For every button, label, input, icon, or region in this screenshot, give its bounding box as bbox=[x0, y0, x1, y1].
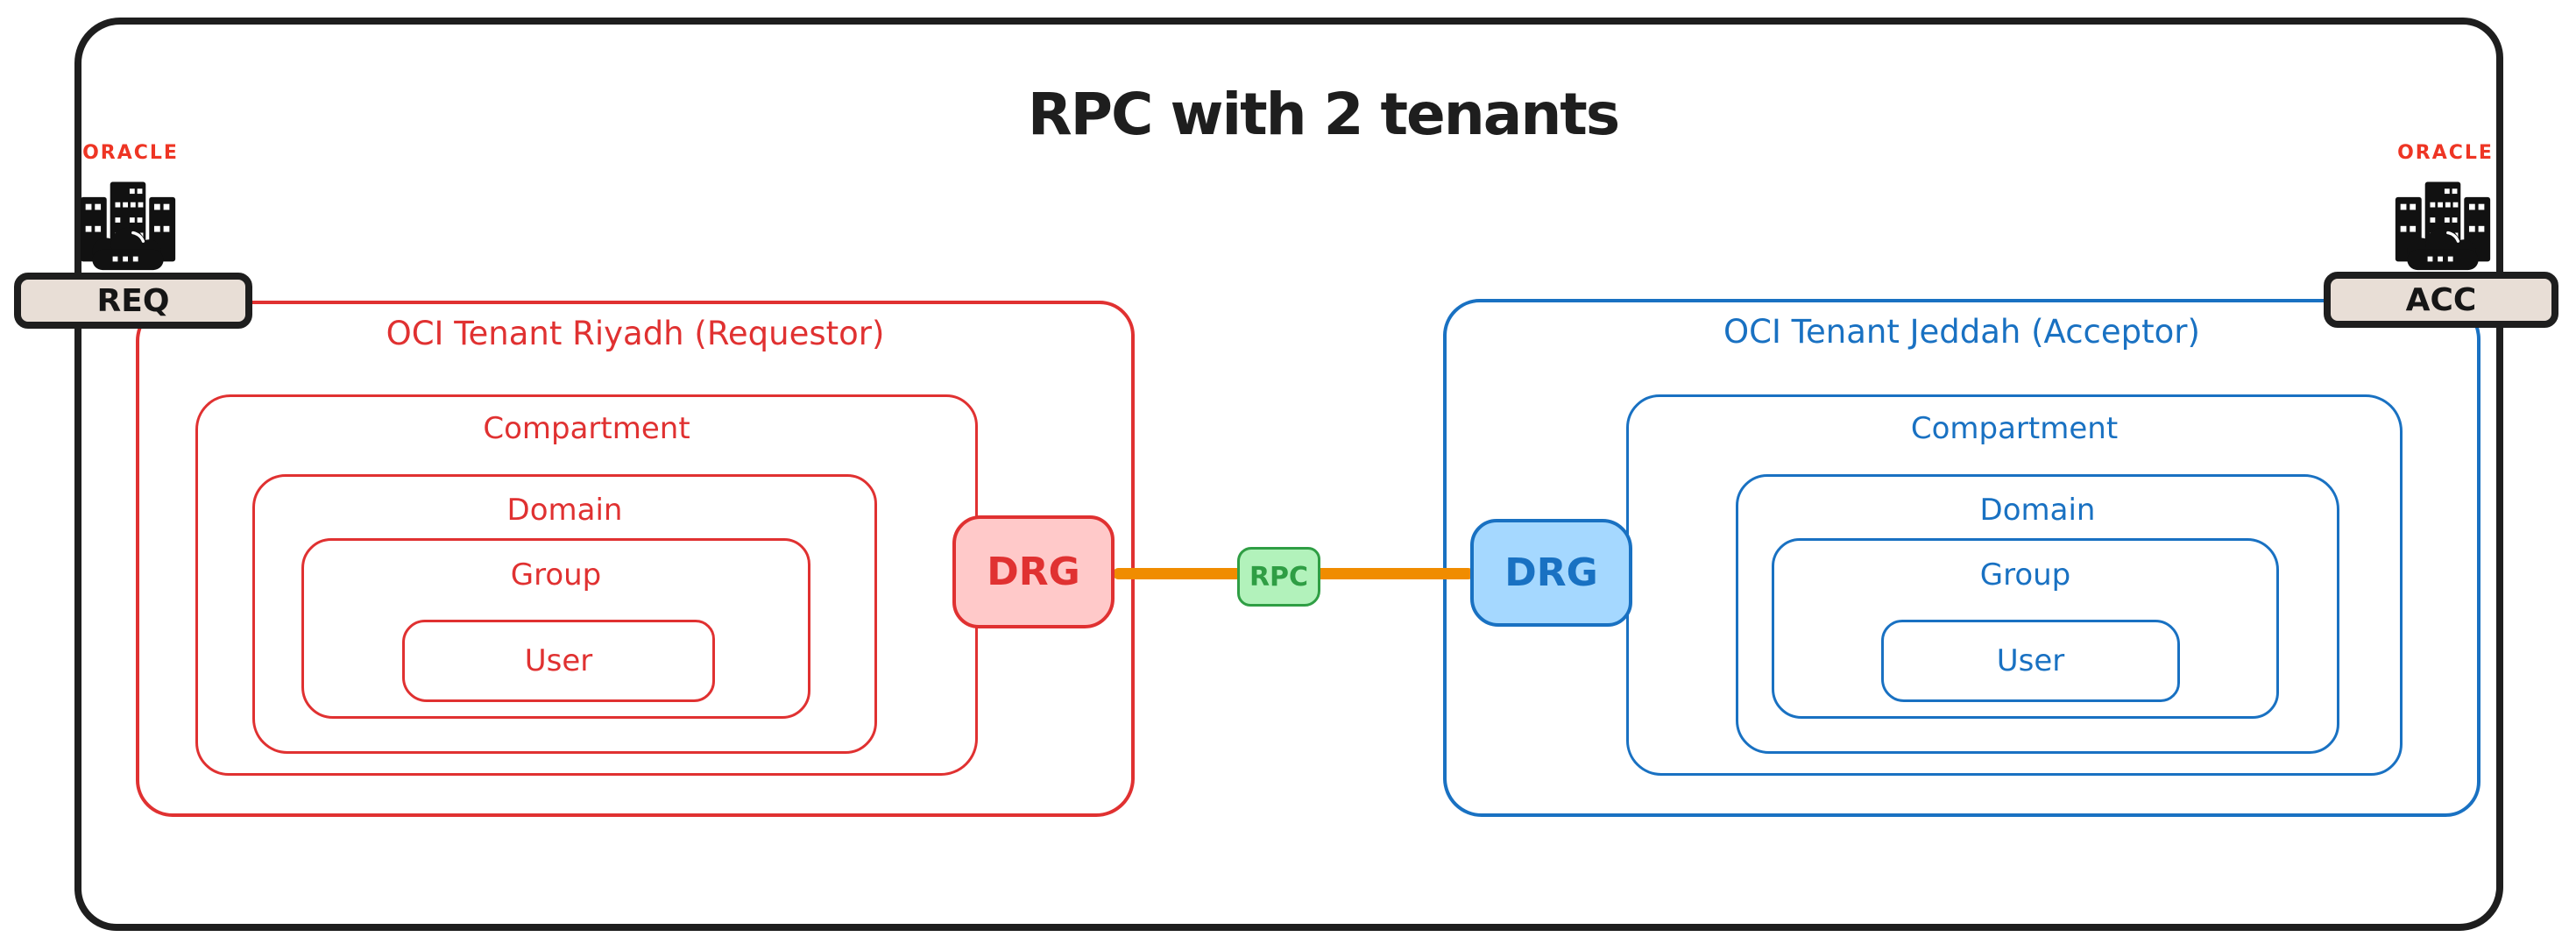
oracle-logo-right: ORACLE bbox=[2397, 142, 2494, 164]
group-box-jeddah: Group User bbox=[1772, 538, 2279, 719]
tenant-jeddah-title: OCI Tenant Jeddah (Acceptor) bbox=[1723, 313, 2200, 351]
requestor-badge-label: REQ bbox=[96, 282, 170, 319]
rpc-node: RPC bbox=[1237, 547, 1320, 607]
drg-box-riyadh: DRG bbox=[952, 515, 1115, 628]
oracle-logo-left: ORACLE bbox=[82, 142, 179, 164]
drg-box-jeddah: DRG bbox=[1470, 519, 1632, 627]
drg-label-riyadh: DRG bbox=[987, 550, 1080, 594]
outer-frame bbox=[74, 18, 2503, 931]
domain-box-jeddah: Domain Group User bbox=[1736, 474, 2339, 754]
requestor-badge: REQ bbox=[14, 273, 252, 329]
acceptor-badge: ACC bbox=[2324, 272, 2558, 328]
compartment-box-riyadh: Compartment Domain Group User bbox=[195, 394, 978, 776]
domain-box-riyadh: Domain Group User bbox=[252, 474, 877, 754]
tenant-riyadh-box: OCI Tenant Riyadh (Requestor) Compartmen… bbox=[136, 301, 1135, 817]
compartment-box-jeddah: Compartment Domain Group User bbox=[1626, 394, 2403, 776]
user-label-riyadh: User bbox=[524, 643, 593, 678]
group-label-jeddah: Group bbox=[1979, 557, 2071, 593]
acceptor-badge-label: ACC bbox=[2405, 281, 2477, 318]
group-label-riyadh: Group bbox=[510, 557, 602, 593]
compartment-label-riyadh: Compartment bbox=[483, 411, 690, 446]
tenant-jeddah-box: OCI Tenant Jeddah (Acceptor) Compartment… bbox=[1443, 299, 2480, 817]
tenant-riyadh-title: OCI Tenant Riyadh (Requestor) bbox=[386, 315, 885, 352]
datacenter-cloud-icon-right bbox=[2395, 178, 2491, 271]
datacenter-cloud-icon-left bbox=[80, 178, 176, 271]
compartment-label-jeddah: Compartment bbox=[1910, 411, 2119, 446]
group-box-riyadh: Group User bbox=[301, 538, 810, 719]
user-box-riyadh: User bbox=[402, 620, 715, 702]
domain-label-jeddah: Domain bbox=[1979, 493, 2096, 528]
domain-label-riyadh: Domain bbox=[506, 493, 623, 528]
user-box-jeddah: User bbox=[1881, 620, 2180, 702]
diagram-title: RPC with 2 tenants bbox=[1027, 81, 1620, 148]
rpc-node-label: RPC bbox=[1249, 561, 1309, 593]
drg-label-jeddah: DRG bbox=[1504, 550, 1598, 595]
user-label-jeddah: User bbox=[1996, 643, 2065, 678]
